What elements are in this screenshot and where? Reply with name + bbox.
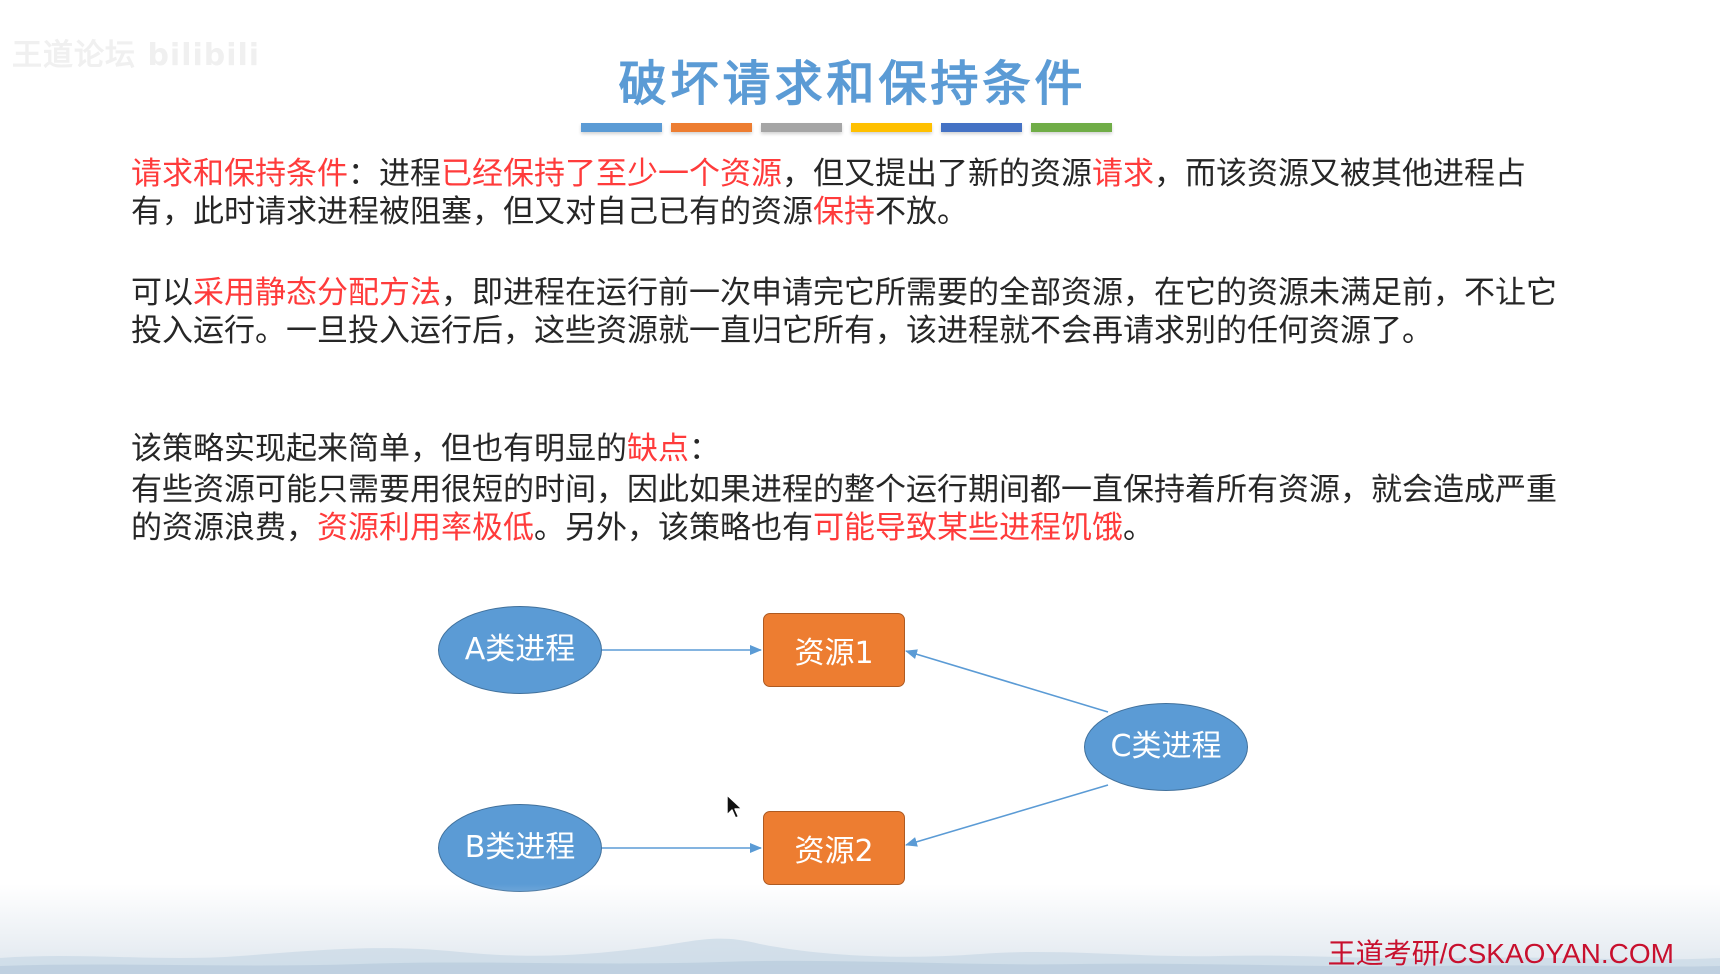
highlight-hold: 保持 — [813, 194, 875, 230]
color-bar — [941, 123, 1022, 132]
highlight-already-holding: 已经保持了至少一个资源 — [441, 156, 782, 192]
text-segment: ： — [689, 431, 720, 467]
color-bar — [671, 123, 752, 132]
highlight-static-allocation: 采用静态分配方法 — [193, 275, 441, 311]
watermark: 王道论坛 bilibili — [12, 38, 261, 73]
color-bar — [851, 123, 932, 132]
color-bar — [1031, 123, 1112, 132]
resource-2-node: 资源2 — [763, 811, 905, 885]
mouse-cursor-icon — [726, 794, 743, 819]
footer-brand: 王道考研/CSKAOYAN.COM — [1327, 938, 1674, 969]
paragraph-drawback-detail: 有些资源可能只需要用很短的时间，因此如果进程的整个运行期间都一直保持着所有资源，… — [131, 471, 1561, 547]
text-segment: 该策略实现起来简单，但也有明显的 — [131, 431, 627, 467]
text-segment: ，但又提出了新的资源 — [782, 156, 1092, 192]
highlight-drawback: 缺点 — [627, 431, 689, 467]
process-a-node: A类进程 — [438, 606, 602, 694]
color-bar — [581, 123, 662, 132]
paragraph-drawback-intro: 该策略实现起来简单，但也有明显的缺点： — [131, 430, 1561, 468]
term-request-hold: 请求和保持条件 — [131, 156, 348, 192]
text-segment: 不放。 — [875, 194, 968, 230]
slide-title: 破坏请求和保持条件 — [618, 56, 1087, 112]
process-c-node: C类进程 — [1084, 703, 1248, 791]
process-c-label: C类进程 — [1110, 729, 1222, 764]
process-b-node: B类进程 — [438, 804, 602, 892]
highlight-request: 请求 — [1092, 156, 1154, 192]
text-segment: 可以 — [131, 275, 193, 311]
text-segment: 有些资源可能只需要用很短的时间，因此如果进程的整个运行期间都一直保持着所有资源，… — [131, 472, 1557, 546]
resource-1-label: 资源1 — [794, 636, 874, 671]
arrow-c-to-resource2 — [905, 784, 1109, 847]
process-a-label: A类进程 — [464, 632, 576, 667]
paragraph-static-allocation: 可以采用静态分配方法，即进程在运行前一次申请完它所需要的全部资源，在它的资源未满… — [131, 274, 1561, 350]
text-segment: 。 — [1123, 510, 1154, 546]
highlight-low-utilization: 资源利用率极低 — [317, 510, 534, 546]
highlight-starvation: 可能导致某些进程饥饿 — [813, 510, 1123, 546]
arrow-c-to-resource1 — [905, 649, 1109, 713]
text-segment: ：进程 — [348, 156, 441, 192]
text-segment: 。另外，该策略也有 — [534, 510, 813, 546]
text-segment: ，而该资源又被其他进程占有，此时请求进程被阻塞，但又对自己已有的资源 — [131, 156, 1526, 230]
color-bar — [761, 123, 842, 132]
text-segment: ，即进程在运行前一次申请完它所需要的全部资源，在它的资源未满足前，不让它投入运行… — [131, 275, 1557, 349]
resource-2-label: 资源2 — [794, 834, 874, 869]
process-b-label: B类进程 — [464, 830, 576, 865]
footer-landscape — [0, 884, 1720, 974]
landscape-silhouette-icon — [0, 938, 1720, 974]
resource-1-node: 资源1 — [763, 613, 905, 687]
paragraph-definition: 请求和保持条件：进程已经保持了至少一个资源，但又提出了新的资源请求，而该资源又被… — [131, 155, 1561, 231]
